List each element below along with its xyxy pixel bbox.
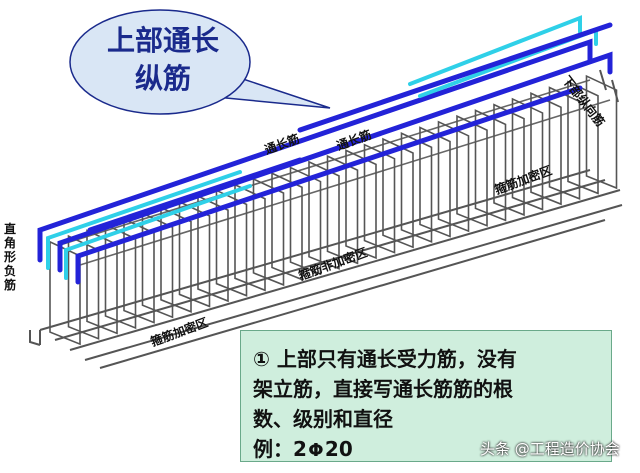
stirrup [123,217,155,324]
note-line1: ① 上部只有通长受力筋，没有 [253,347,517,371]
stirrup [456,114,488,227]
top-through-bars [37,15,613,285]
stirrup [141,212,174,319]
note-box: ① 上部只有通长受力筋，没有 架立筋，直接写通长筋筋的根 数、级别和直径 例：2… [240,330,612,462]
stirrup [160,206,192,313]
stirrup [511,97,544,211]
watermark: 头条 @工程造价协会 [480,440,620,458]
stirrup [197,194,229,303]
stirrup [548,86,581,200]
stirrup [234,183,266,292]
stirrup [530,91,562,206]
bottom-bars [39,169,623,369]
callout-bubble [69,9,331,115]
label-right-angle-neg: 直角形负筋 [4,222,17,292]
note-line3: 数、级别和直径 [253,407,393,431]
example-prefix: 例：2 [253,437,307,461]
stirrup [49,240,81,346]
stirrup [104,223,137,330]
callout-line1: 上部通长 [106,24,219,57]
bottom-hooks [29,69,619,346]
stirrup [567,80,599,195]
example-suffix: 20 [324,437,353,461]
stirrup [474,109,507,222]
stirrup [67,234,100,340]
stirrups [49,74,618,346]
stirrup [493,103,525,217]
note-line2: 架立筋，直接写通长筋筋的根 [253,377,513,401]
callout-line2: 纵筋 [134,62,191,95]
stirrup [86,229,118,335]
steel-grade-symbol: Φ [308,440,324,461]
callout-text: 上部通长 纵筋 [78,22,248,98]
note-example: 例：2Φ20 [253,433,353,462]
stirrup [215,189,248,297]
stirrup [178,200,211,308]
stirrup [585,74,618,190]
